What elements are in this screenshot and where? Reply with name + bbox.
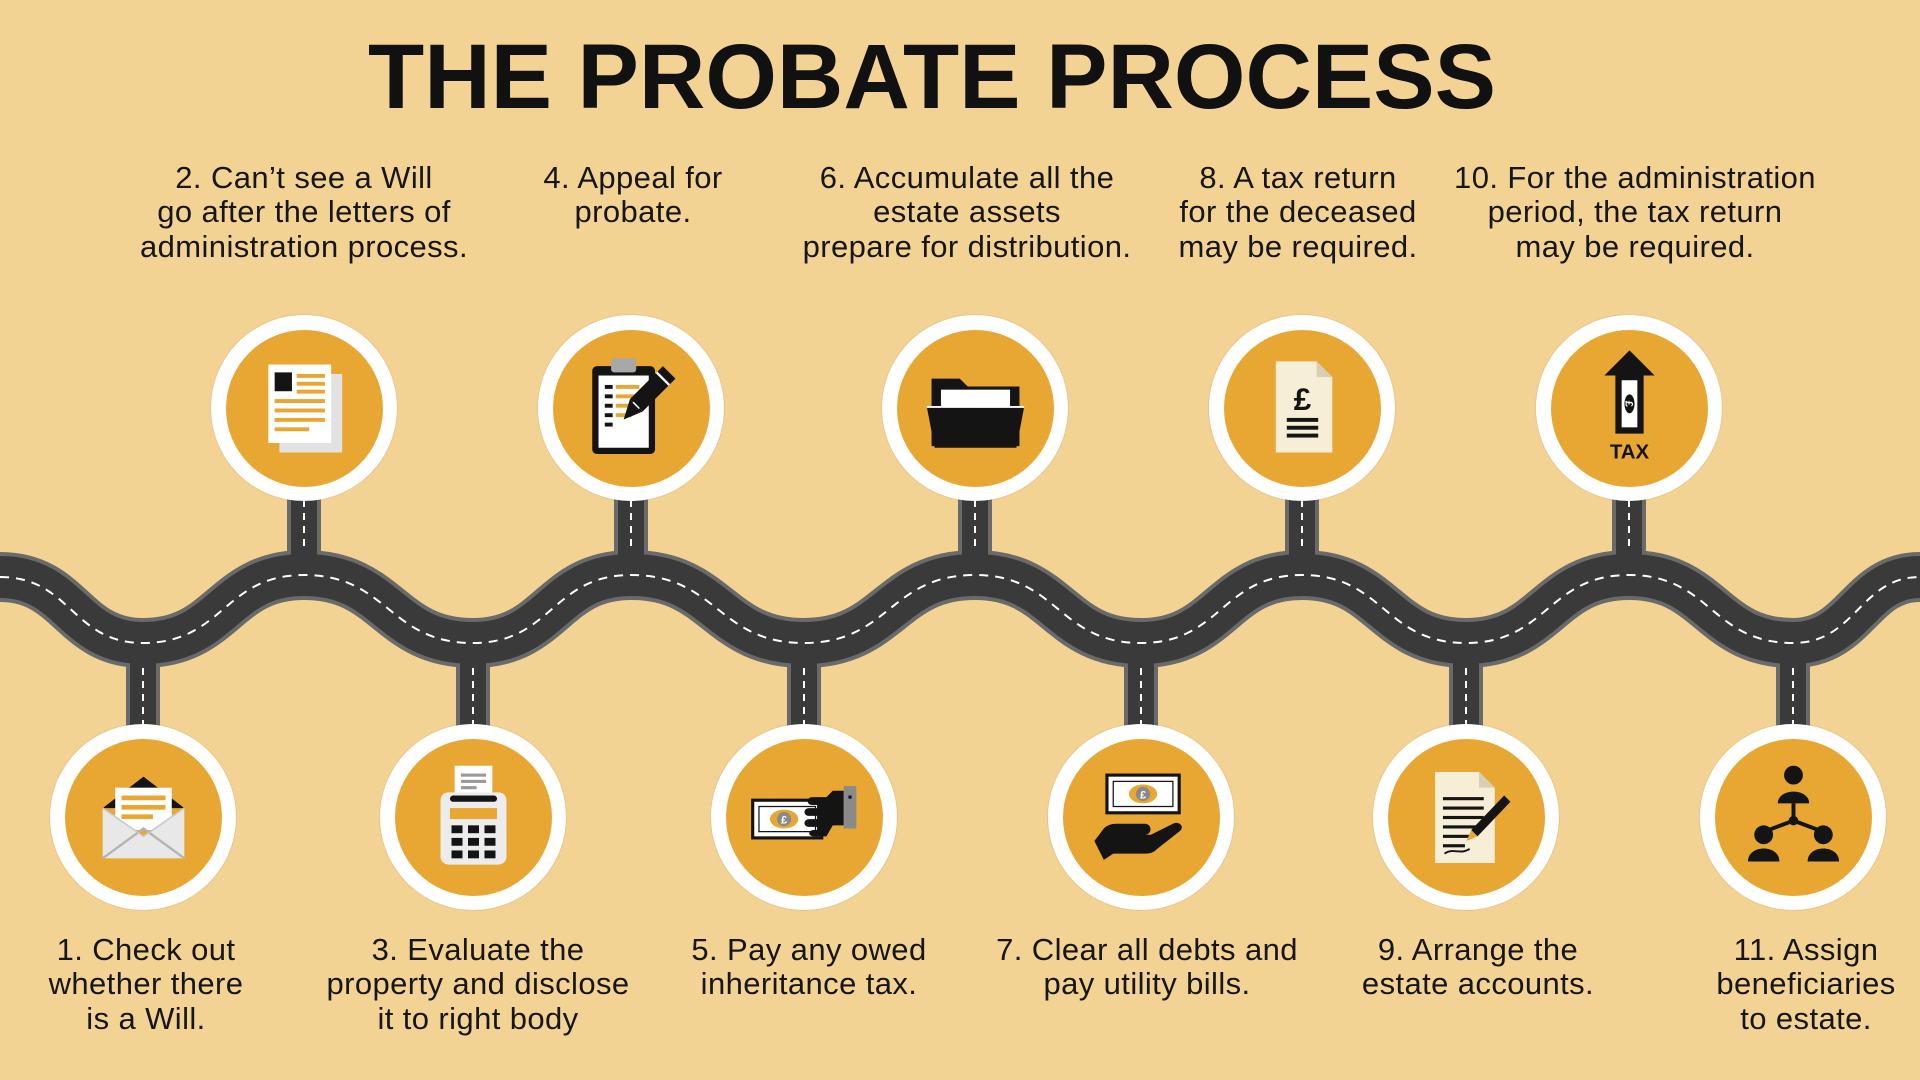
step-label-line: estate assets	[873, 194, 1061, 230]
clipboard-pencil-icon	[591, 357, 675, 454]
step-label-line: to estate.	[1740, 1000, 1872, 1036]
step-4-disc	[552, 329, 710, 487]
pound-document-icon: £	[1275, 360, 1332, 452]
step-label-line: 5. Pay any owed	[691, 932, 927, 967]
hand-receiving-banknote-icon: £	[1093, 773, 1182, 860]
envelope-icon	[101, 776, 185, 859]
beneficiaries-hierarchy-icon	[1747, 765, 1839, 861]
step-label-line: 6. Accumulate all the	[819, 160, 1115, 195]
step-label-line: 8. A tax return	[1199, 160, 1397, 195]
road-surface	[0, 553, 1920, 665]
step-8-label: 8. A tax return for the deceased may be …	[1168, 160, 1428, 264]
step-5-label: 5. Pay any owed inheritance tax.	[669, 932, 949, 1002]
step-1-label: 1. Check out whether there is a Will.	[26, 932, 266, 1036]
pound-sign: £	[1140, 789, 1146, 801]
step-label-line: whether there	[48, 966, 244, 1002]
step-label-line: period, the tax return	[1487, 194, 1783, 230]
step-1-disc	[64, 738, 222, 896]
step-label-line: 7. Clear all debts and	[996, 932, 1298, 967]
hand-giving-banknote-icon: £	[750, 785, 856, 839]
step-label-line: beneficiaries	[1716, 966, 1896, 1002]
step-7-label: 7. Clear all debts and pay utility bills…	[977, 932, 1317, 1002]
step-label-line: estate accounts.	[1361, 966, 1595, 1002]
step-1-node	[50, 724, 236, 910]
step-5-disc: £	[725, 738, 883, 896]
step-label-line: 9. Arrange the	[1377, 932, 1579, 967]
step-10-label: 10. For the administration period, the t…	[1435, 160, 1835, 264]
road-center-line	[0, 573, 1920, 645]
step-label-line: pay utility bills.	[1043, 966, 1251, 1002]
step-9-label: 9. Arrange the estate accounts.	[1338, 932, 1618, 1002]
printing-calculator-icon	[440, 765, 506, 865]
step-3-node	[380, 724, 566, 910]
step-label-line: 4. Appeal for	[543, 160, 723, 195]
step-8-node: £	[1209, 315, 1395, 501]
step-10-disc: £ TAX	[1550, 329, 1708, 487]
step-label-line: may be required.	[1178, 228, 1418, 264]
step-label-line: prepare for distribution.	[802, 228, 1132, 264]
tax-label: TAX	[1609, 441, 1649, 463]
step-label-line: 10. For the administration	[1454, 160, 1816, 195]
step-8-disc: £	[1223, 329, 1381, 487]
page-title: THE PROBATE PROCESS	[368, 26, 1496, 128]
step-label-line: may be required.	[1515, 228, 1755, 264]
step-2-disc	[225, 329, 383, 487]
step-label-line: 1. Check out	[56, 932, 236, 967]
step-label-line: 11. Assign	[1733, 932, 1879, 967]
step-label-line: probate.	[574, 194, 692, 230]
step-label-line: for the deceased	[1179, 194, 1417, 230]
step-3-label: 3. Evaluate the property and disclose it…	[298, 932, 658, 1036]
step-10-node: £ TAX	[1536, 315, 1722, 501]
tax-up-arrow-icon: £ TAX	[1603, 349, 1655, 463]
step-label-line: go after the letters of	[157, 194, 451, 230]
step-label-line: is a Will.	[86, 1000, 206, 1036]
step-label-line: property and disclose	[326, 966, 630, 1002]
pound-sign: £	[1622, 400, 1634, 406]
step-6-disc	[896, 329, 1054, 487]
step-label-line: inheritance tax.	[700, 966, 918, 1002]
document-pen-icon	[1434, 771, 1510, 863]
step-label-line: it to right body	[377, 1000, 579, 1036]
step-label-line: 3. Evaluate the	[371, 932, 585, 967]
open-folder-icon	[926, 378, 1024, 448]
pound-sign: £	[781, 814, 787, 826]
step-4-label: 4. Appeal for probate.	[513, 160, 753, 230]
step-6-node	[882, 315, 1068, 501]
connector-center-lines	[142, 500, 1794, 724]
step-11-label: 11. Assign beneficiaries to estate.	[1696, 932, 1916, 1036]
documents-icon	[267, 364, 342, 452]
step-2-node	[211, 315, 397, 501]
step-7-disc: £	[1062, 738, 1220, 896]
step-label-line: 2. Can’t see a Will	[175, 160, 433, 195]
step-11-node	[1700, 724, 1886, 910]
step-11-disc	[1714, 738, 1872, 896]
step-9-disc	[1387, 738, 1545, 896]
step-5-node: £	[711, 724, 897, 910]
step-2-label: 2. Can’t see a Will go after the letters…	[104, 160, 504, 264]
pound-sign: £	[1293, 382, 1311, 417]
step-4-node	[538, 315, 724, 501]
step-6-label: 6. Accumulate all the estate assets prep…	[767, 160, 1167, 264]
step-9-node	[1373, 724, 1559, 910]
step-7-node: £	[1048, 724, 1234, 910]
step-3-disc	[394, 738, 552, 896]
step-label-line: administration process.	[140, 228, 468, 264]
